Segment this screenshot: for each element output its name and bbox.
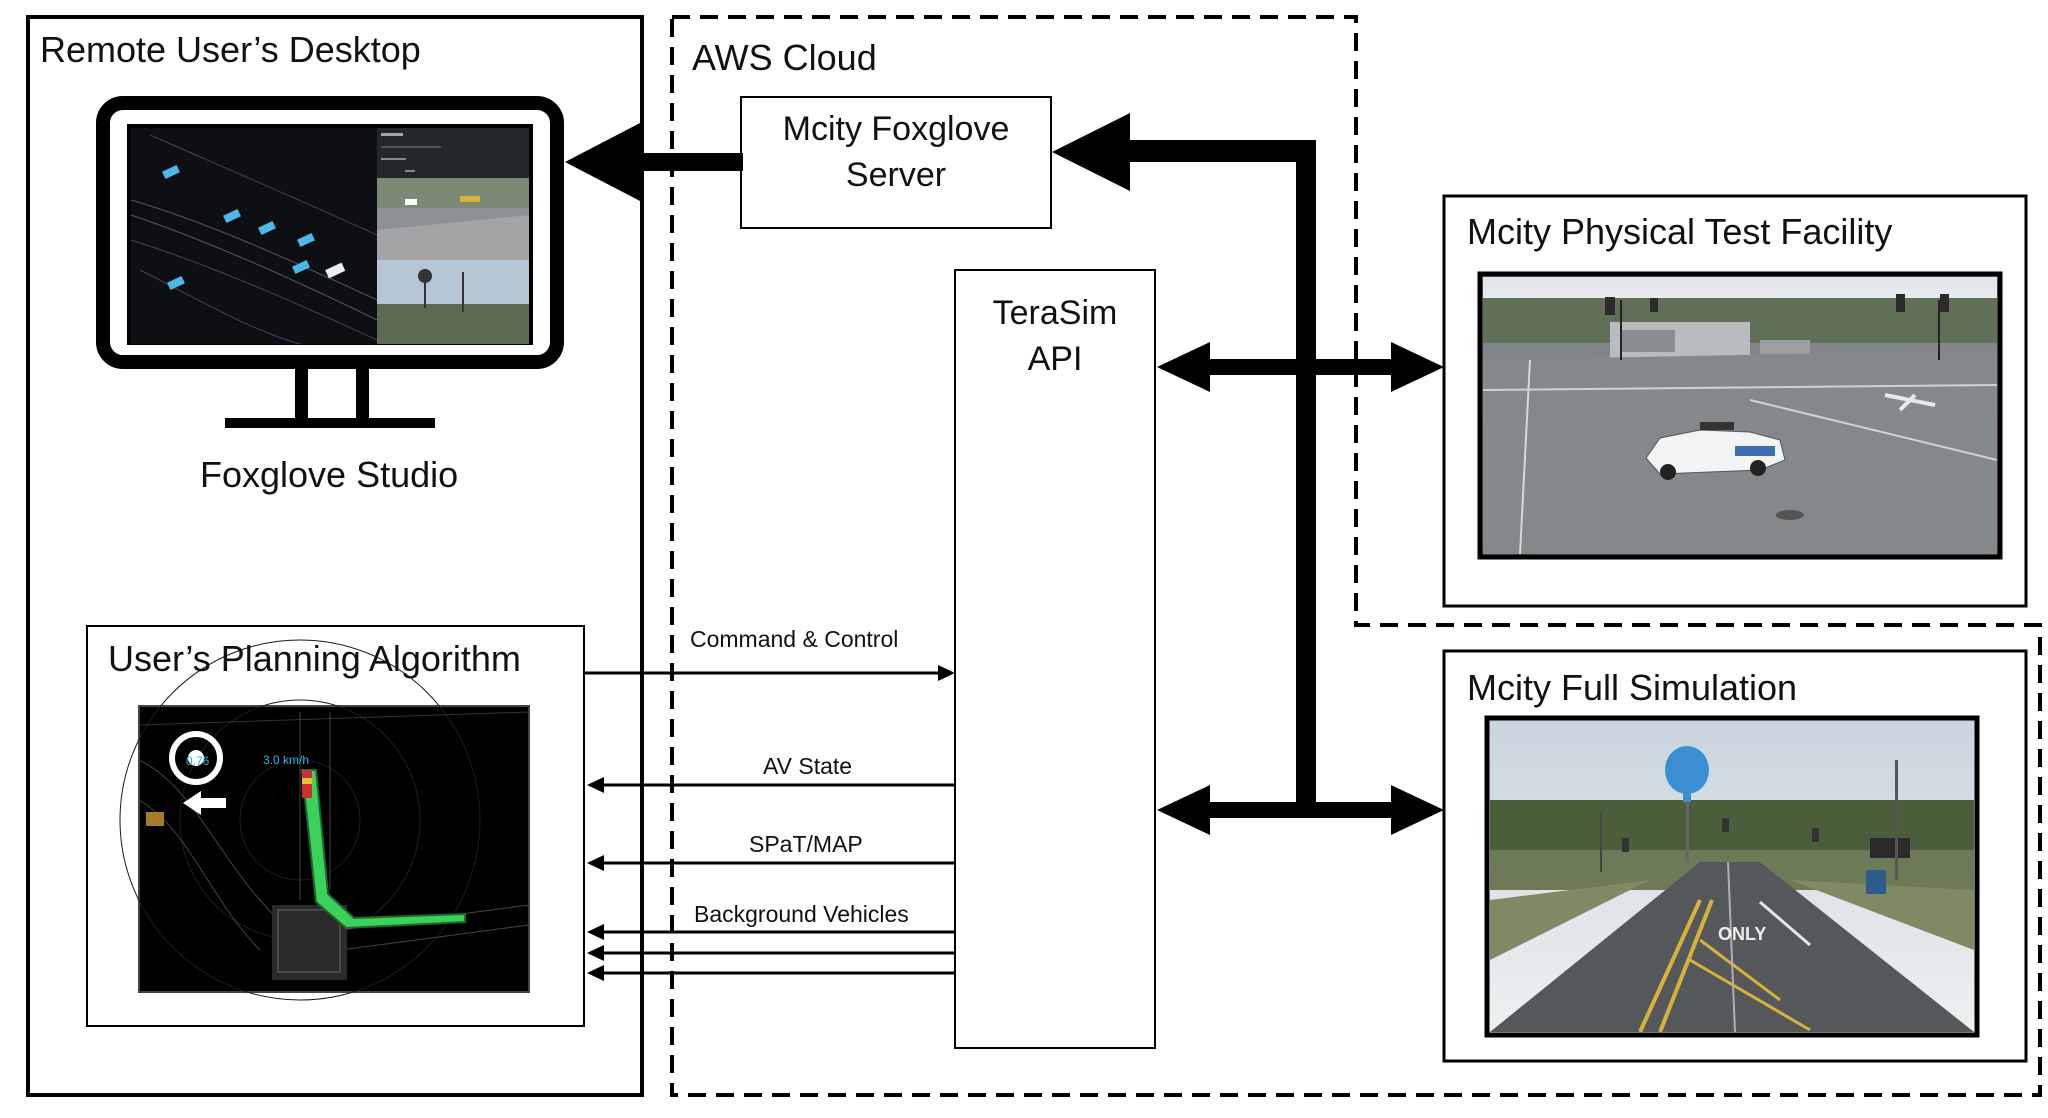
bus-to-server-arrow: [1052, 113, 1316, 810]
terasim-physical-arrow: [1157, 342, 1444, 392]
spat-map-label: SPaT/MAP: [749, 831, 863, 857]
aws-cloud-title: AWS Cloud: [692, 37, 877, 78]
remote-desktop-box: [26, 15, 644, 1097]
remote-desktop-title: Remote User’s Desktop: [40, 29, 421, 70]
svg-text:3.0 km/h: 3.0 km/h: [263, 753, 309, 767]
full-simulation-title: Mcity Full Simulation: [1467, 667, 1798, 708]
physical-facility-title: Mcity Physical Test Facility: [1467, 211, 1893, 252]
foxglove-server-label-1: Mcity Foxglove: [782, 110, 1010, 148]
foxglove-studio-caption: Foxglove Studio: [200, 454, 459, 495]
av-state-label: AV State: [763, 753, 853, 779]
terasim-api-box: [954, 269, 1156, 1049]
av-state-arrow: [587, 777, 955, 793]
terasim-simulation-arrow: [1157, 785, 1444, 835]
spat-map-arrow: [587, 855, 955, 871]
background-vehicles-label: Background Vehicles: [694, 901, 909, 927]
sim-road-marking: ONLY: [1718, 924, 1766, 944]
server-to-desktop-arrow: [565, 123, 743, 201]
planning-algorithm-title: User’s Planning Algorithm: [108, 638, 521, 679]
planning-screen: 0.76 3.0 km/h: [119, 639, 530, 1001]
physical-facility-photo: [1477, 271, 2003, 560]
background-vehicles-arrows: [587, 924, 955, 981]
foxglove-server-label-2: Server: [845, 156, 947, 194]
terasim-api-label-1: TeraSim: [992, 294, 1118, 332]
terasim-api-label-2: API: [1027, 340, 1083, 378]
foxglove-screen: [130, 128, 529, 345]
command-control-label: Command & Control: [690, 626, 899, 652]
command-control-arrow: [585, 665, 955, 681]
full-simulation-render: ONLY: [1484, 715, 1980, 1038]
aws-cloud-boundary: [670, 15, 2042, 1097]
svg-text:0.76: 0.76: [186, 754, 210, 768]
